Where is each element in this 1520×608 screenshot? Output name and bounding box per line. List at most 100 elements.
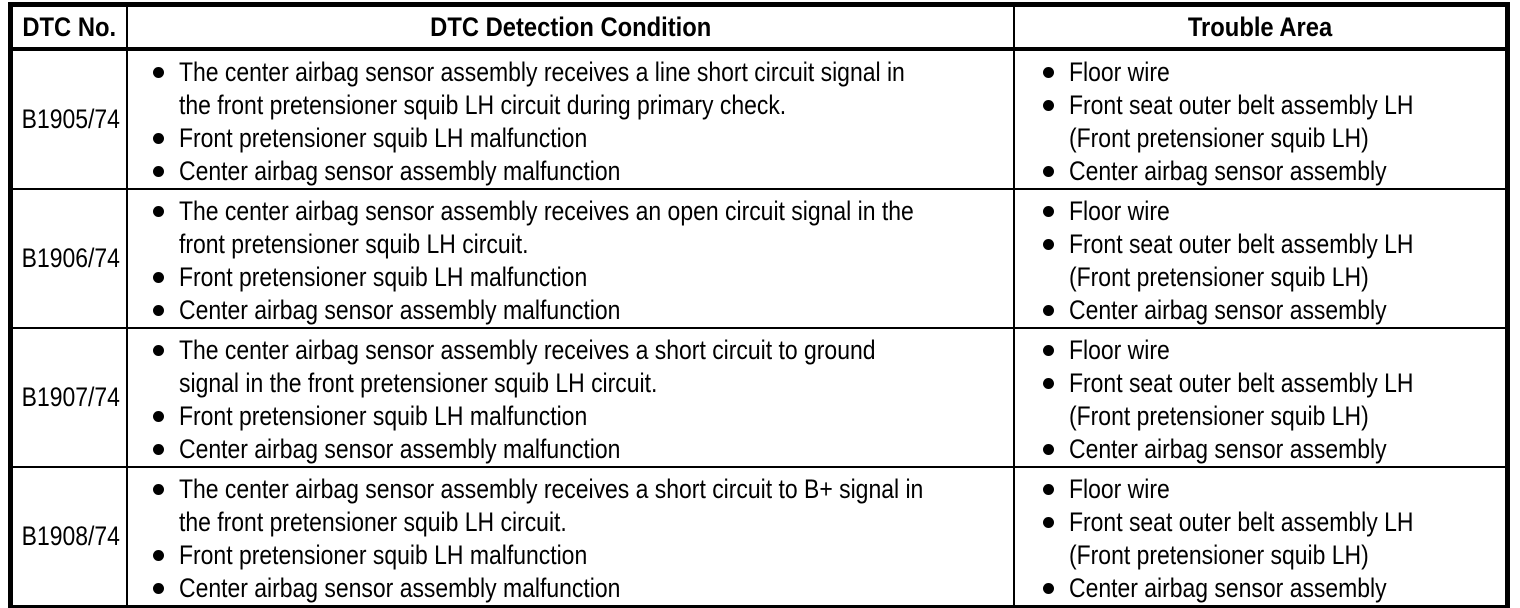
header-dtc-no-label: DTC No. [22,11,117,42]
bullet-icon [152,484,164,495]
detection-condition-cell: The center airbag sensor assembly receiv… [125,466,1015,608]
trouble-area-item: Floor wire [1042,473,1505,506]
condition-item: The center airbag sensor assembly receiv… [152,334,1012,400]
bullet-icon [152,583,164,594]
condition-item: The center airbag sensor assembly receiv… [152,473,1012,539]
table-header-row: DTC No. DTC Detection Condition Trouble … [9,3,1509,51]
condition-text: Front pretensioner squib LH malfunction [178,123,588,153]
detection-condition-cell: The center airbag sensor assembly receiv… [125,48,1015,190]
trouble-area-text: Center airbag sensor assembly [1068,295,1387,325]
trouble-area-text: Center airbag sensor assembly [1068,434,1387,464]
bullet-icon [1042,517,1054,528]
trouble-area-item: Center airbag sensor assembly [1042,433,1505,465]
condition-item: Front pretensioner squib LH malfunction [152,261,1012,294]
bullet-icon [152,166,164,177]
condition-item: Front pretensioner squib LH malfunction [152,122,1012,155]
dtc-number: B1907/74 [21,382,120,412]
condition-item: Center airbag sensor assembly malfunctio… [152,294,1012,326]
trouble-area-cell: Floor wire Front seat outer belt assembl… [1012,466,1509,608]
condition-text: The center airbag sensor assembly receiv… [178,57,905,120]
table-row: B1906/74 The center airbag sensor assemb… [9,188,1509,329]
trouble-area-text: Floor wire [1068,196,1170,226]
header-trouble-area-label: Trouble Area [1187,11,1333,42]
trouble-area-text: Front seat outer belt assembly LH (Front… [1068,507,1414,570]
condition-item: Front pretensioner squib LH malfunction [152,400,1012,433]
bullet-icon [152,67,164,78]
trouble-area-text: Front seat outer belt assembly LH (Front… [1068,368,1414,431]
table-row: B1905/74 The center airbag sensor assemb… [9,48,1509,190]
bullet-icon [152,345,164,356]
bullet-icon [152,305,164,316]
dtc-number-cell: B1905/74 [9,48,128,190]
header-detection-condition: DTC Detection Condition [125,3,1015,51]
trouble-area-cell: Floor wire Front seat outer belt assembl… [1012,188,1509,329]
trouble-area-text: Front seat outer belt assembly LH (Front… [1068,90,1414,153]
trouble-area-item: Center airbag sensor assembly [1042,572,1505,605]
condition-item: Center airbag sensor assembly malfunctio… [152,433,1012,465]
dtc-number-cell: B1907/74 [9,327,128,468]
trouble-area-text: Center airbag sensor assembly [1068,156,1387,186]
condition-item: Front pretensioner squib LH malfunction [152,539,1012,572]
header-trouble-area: Trouble Area [1012,3,1509,51]
trouble-area-text: Floor wire [1068,474,1170,504]
bullet-icon [152,272,164,283]
bullet-icon [1042,239,1054,250]
bullet-icon [1042,166,1054,177]
bullet-icon [1042,444,1054,455]
condition-text: Center airbag sensor assembly malfunctio… [178,295,621,325]
condition-item: The center airbag sensor assembly receiv… [152,56,1012,122]
condition-item: The center airbag sensor assembly receiv… [152,195,1012,261]
condition-text: Front pretensioner squib LH malfunction [178,540,588,570]
detection-condition-cell: The center airbag sensor assembly receiv… [125,327,1015,468]
condition-text: Front pretensioner squib LH malfunction [178,401,588,431]
bullet-icon [1042,305,1054,316]
condition-item: Center airbag sensor assembly malfunctio… [152,155,1012,187]
bullet-icon [1042,378,1054,389]
dtc-table: DTC No. DTC Detection Condition Trouble … [8,2,1510,608]
detection-condition-cell: The center airbag sensor assembly receiv… [125,188,1015,329]
trouble-area-item: Floor wire [1042,195,1505,228]
trouble-area-item: Front seat outer belt assembly LH (Front… [1042,506,1505,572]
bullet-icon [152,133,164,144]
trouble-area-text: Floor wire [1068,57,1170,87]
condition-text: Center airbag sensor assembly malfunctio… [178,156,621,186]
bullet-icon [152,550,164,561]
trouble-area-item: Floor wire [1042,334,1505,367]
dtc-number-cell: B1906/74 [9,188,128,329]
bullet-icon [1042,345,1054,356]
condition-text: The center airbag sensor assembly receiv… [178,474,924,537]
condition-text: Center airbag sensor assembly malfunctio… [178,434,621,464]
dtc-number-cell: B1908/74 [9,466,128,608]
bullet-icon [1042,206,1054,217]
table-row: B1907/74 The center airbag sensor assemb… [9,327,1509,468]
bullet-icon [152,206,164,217]
trouble-area-text: Center airbag sensor assembly [1068,573,1387,603]
dtc-number: B1906/74 [21,243,120,273]
bullet-icon [152,411,164,422]
trouble-area-item: Front seat outer belt assembly LH (Front… [1042,89,1505,155]
dtc-number: B1905/74 [21,104,120,134]
trouble-area-item: Front seat outer belt assembly LH (Front… [1042,228,1505,294]
trouble-area-item: Center airbag sensor assembly [1042,294,1505,326]
trouble-area-text: Floor wire [1068,335,1170,365]
condition-text: Front pretensioner squib LH malfunction [178,262,588,292]
trouble-area-item: Center airbag sensor assembly [1042,155,1505,187]
condition-text: Center airbag sensor assembly malfunctio… [178,573,621,603]
condition-item: Center airbag sensor assembly malfunctio… [152,572,1012,605]
bullet-icon [1042,484,1054,495]
header-detection-condition-label: DTC Detection Condition [429,11,711,42]
bullet-icon [1042,583,1054,594]
trouble-area-text: Front seat outer belt assembly LH (Front… [1068,229,1414,292]
condition-text: The center airbag sensor assembly receiv… [178,196,914,259]
bullet-icon [1042,100,1054,111]
trouble-area-item: Floor wire [1042,56,1505,89]
trouble-area-cell: Floor wire Front seat outer belt assembl… [1012,48,1509,190]
condition-text: The center airbag sensor assembly receiv… [178,335,876,398]
bullet-icon [152,444,164,455]
header-dtc-no: DTC No. [9,3,128,51]
table-row: B1908/74 The center airbag sensor assemb… [9,466,1509,608]
trouble-area-cell: Floor wire Front seat outer belt assembl… [1012,327,1509,468]
dtc-number: B1908/74 [21,521,120,551]
trouble-area-item: Front seat outer belt assembly LH (Front… [1042,367,1505,433]
